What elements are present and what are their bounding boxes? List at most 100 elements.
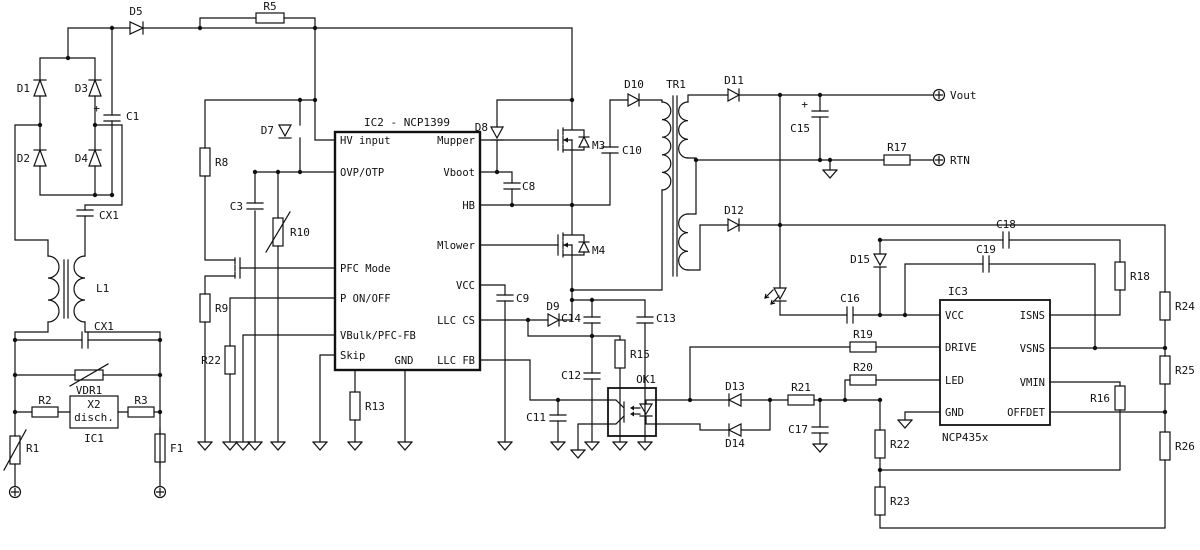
d14-label: D14 (725, 437, 745, 450)
diode-d14: D14 (725, 423, 745, 450)
r2-label: R2 (38, 394, 51, 407)
c12-label: C12 (561, 369, 581, 382)
diode-d7: D7 (261, 124, 293, 139)
mosfet-m3: M3 (557, 127, 605, 153)
thermistor-r1: R1 (3, 429, 39, 471)
r10-label: R10 (290, 226, 310, 239)
c10-label: C10 (622, 144, 642, 157)
r13-label: R13 (365, 400, 385, 413)
r5-label: R5 (263, 0, 276, 13)
resistor-r18: R18 (1114, 261, 1150, 291)
ic3-pin-vsns: VSNS (1020, 343, 1045, 355)
ic3-pin-gnd: GND (945, 407, 964, 419)
l1-label: L1 (96, 282, 109, 295)
d4-label: D4 (75, 152, 89, 165)
ic2-ncp1399: IC2 - NCP1399 HV input OVP/OTP PFC Mode … (333, 116, 482, 372)
r20-label: R20 (853, 361, 873, 374)
capacitor-c17: C17 (788, 423, 829, 436)
ic2-pin-hb: HB (462, 200, 475, 212)
cx1-bottom-label: CX1 (94, 320, 114, 333)
capacitor-c18: C18 (996, 218, 1016, 249)
c16-label: C16 (840, 292, 860, 305)
ic3-pin-offdet: OFFDET (1007, 407, 1046, 419)
ic2-pin-llc-cs: LLC CS (437, 315, 475, 327)
output-terminal-vout: Vout (932, 88, 977, 102)
ic3-pin-drive: DRIVE (945, 342, 977, 354)
cx1-top-label: CX1 (99, 209, 119, 222)
resistor-r25: R25 (1159, 355, 1195, 385)
pfc-mosfet (234, 257, 241, 279)
ic2-pin-hv-input: HV input (340, 135, 391, 147)
r21-label: R21 (791, 381, 811, 394)
junction-dots (12, 25, 1168, 473)
ic3-ncp435x: IC3 NCP435x VCC DRIVE LED GND ISNS VSNS … (939, 285, 1051, 444)
capacitor-c19: C19 (976, 243, 996, 273)
ic2-pin-gnd: GND (395, 355, 414, 367)
c19-label: C19 (976, 243, 996, 256)
c1-label: C1 (126, 110, 139, 123)
d11-label: D11 (724, 74, 744, 87)
ic3-pin-isns: ISNS (1020, 310, 1045, 322)
c18-label: C18 (996, 218, 1016, 231)
r23-label: R23 (890, 495, 910, 508)
d7-label: D7 (261, 124, 274, 137)
capacitor-c8: C8 (503, 180, 535, 193)
vdr1-label: VDR1 (76, 384, 103, 397)
ic1-label: IC1 (84, 432, 104, 445)
c13-label: C13 (656, 312, 676, 325)
mosfet-m4: M4 (557, 232, 606, 258)
resistor-r23: R23 (874, 486, 910, 516)
r18-label: R18 (1130, 270, 1150, 283)
ic2-pin-vcc: VCC (456, 280, 475, 292)
fuse-f1: F1 (154, 427, 183, 469)
d13-label: D13 (725, 380, 745, 393)
capacitor-c14: C14 (561, 312, 601, 325)
resistor-r3: R3 (127, 394, 155, 418)
c1-plus: + (93, 102, 100, 115)
ic3-pin-vcc: VCC (945, 310, 964, 322)
r1-label: R1 (26, 442, 39, 455)
diode-d15: D15 (850, 253, 888, 268)
c14-label: C14 (561, 312, 581, 325)
c15-plus: + (801, 98, 808, 111)
m4-label: M4 (592, 244, 606, 257)
discharge-module-ic1: X2 disch. IC1 (69, 395, 119, 445)
ok1-label: OK1 (636, 373, 656, 386)
d1-label: D1 (17, 82, 30, 95)
resistor-r2: R2 (31, 394, 59, 418)
ic2-pin-pfc-mode: PFC Mode (340, 263, 391, 275)
capacitor-c16: C16 (840, 292, 860, 324)
d9-label: D9 (546, 300, 559, 313)
resistor-r8: R8 (199, 147, 228, 177)
resistor-r20: R20 (849, 361, 877, 386)
x2-label-line1: X2 (87, 398, 100, 411)
wiring (14, 17, 1166, 529)
ic2-pin-p-onoff: P ON/OFF (340, 293, 391, 305)
transformer-tr1: TR1 (661, 78, 689, 277)
resistor-r16: R16 (1090, 385, 1126, 411)
ic2-pin-ovp-otp: OVP/OTP (340, 167, 384, 179)
varistor-r10: R10 (265, 211, 310, 253)
tr1-label: TR1 (666, 78, 686, 91)
diode-d9: D9 (546, 300, 561, 328)
rtn-label: RTN (950, 154, 970, 167)
ic3-title: IC3 (948, 285, 968, 298)
r3-label: R3 (134, 394, 147, 407)
output-terminal-rtn: RTN (932, 153, 970, 167)
r17-label: R17 (887, 141, 907, 154)
resistor-r17: R17 (883, 141, 911, 166)
d10-label: D10 (624, 78, 644, 91)
f1-label: F1 (170, 442, 183, 455)
c17-label: C17 (788, 423, 808, 436)
diode-d8: D8 (475, 121, 505, 141)
resistor-r24: R24 (1159, 291, 1195, 321)
d12-label: D12 (724, 204, 744, 217)
r24-label: R24 (1175, 300, 1195, 313)
r8-label: R8 (215, 156, 228, 169)
varistor-vdr1: VDR1 (69, 363, 109, 397)
diode-d2: D2 (17, 148, 47, 167)
resistor-r13: R13 (349, 391, 385, 421)
d3-label: D3 (75, 82, 88, 95)
capacitor-c12: C12 (561, 369, 601, 382)
